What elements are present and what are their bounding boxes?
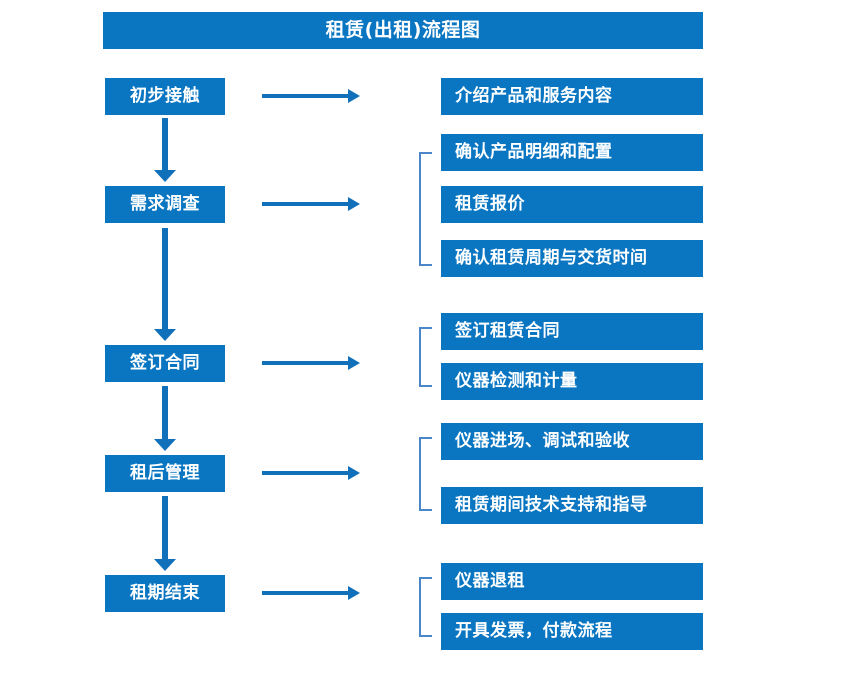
right-arrow-icon-1 — [262, 89, 360, 103]
stage-box-4[interactable]: 租后管理 — [105, 455, 225, 492]
stage-box-3[interactable]: 签订合同 — [105, 345, 225, 382]
right-arrow-icon-2 — [262, 197, 360, 211]
detail-box-5-1[interactable]: 仪器退租 — [441, 563, 703, 600]
right-arrow-icon-4 — [262, 466, 360, 480]
detail-box-3-1[interactable]: 签订租赁合同 — [441, 313, 703, 350]
bracket-connector-3 — [419, 327, 432, 387]
bracket-connector-2 — [419, 152, 432, 266]
page-title: 租赁(出租)流程图 — [103, 12, 703, 49]
detail-box-2-1[interactable]: 确认产品明细和配置 — [441, 134, 703, 171]
detail-box-2-2[interactable]: 租赁报价 — [441, 186, 703, 223]
bracket-connector-5 — [419, 577, 432, 637]
down-arrow-icon-3 — [154, 386, 176, 451]
right-arrow-icon-5 — [262, 586, 360, 600]
bracket-connector-4 — [419, 437, 432, 511]
stage-box-1[interactable]: 初步接触 — [105, 78, 225, 115]
stage-box-2[interactable]: 需求调查 — [105, 186, 225, 223]
detail-box-4-1[interactable]: 仪器进场、调试和验收 — [441, 423, 703, 460]
detail-box-1-1[interactable]: 介绍产品和服务内容 — [441, 78, 703, 115]
down-arrow-icon-1 — [154, 118, 176, 182]
down-arrow-icon-2 — [154, 228, 176, 341]
detail-box-3-2[interactable]: 仪器检测和计量 — [441, 363, 703, 400]
down-arrow-icon-4 — [154, 496, 176, 571]
detail-box-2-3[interactable]: 确认租赁周期与交货时间 — [441, 240, 703, 277]
detail-box-4-2[interactable]: 租赁期间技术支持和指导 — [441, 487, 703, 524]
right-arrow-icon-3 — [262, 356, 360, 370]
detail-box-5-2[interactable]: 开具发票，付款流程 — [441, 613, 703, 650]
stage-box-5[interactable]: 租期结束 — [105, 575, 225, 612]
